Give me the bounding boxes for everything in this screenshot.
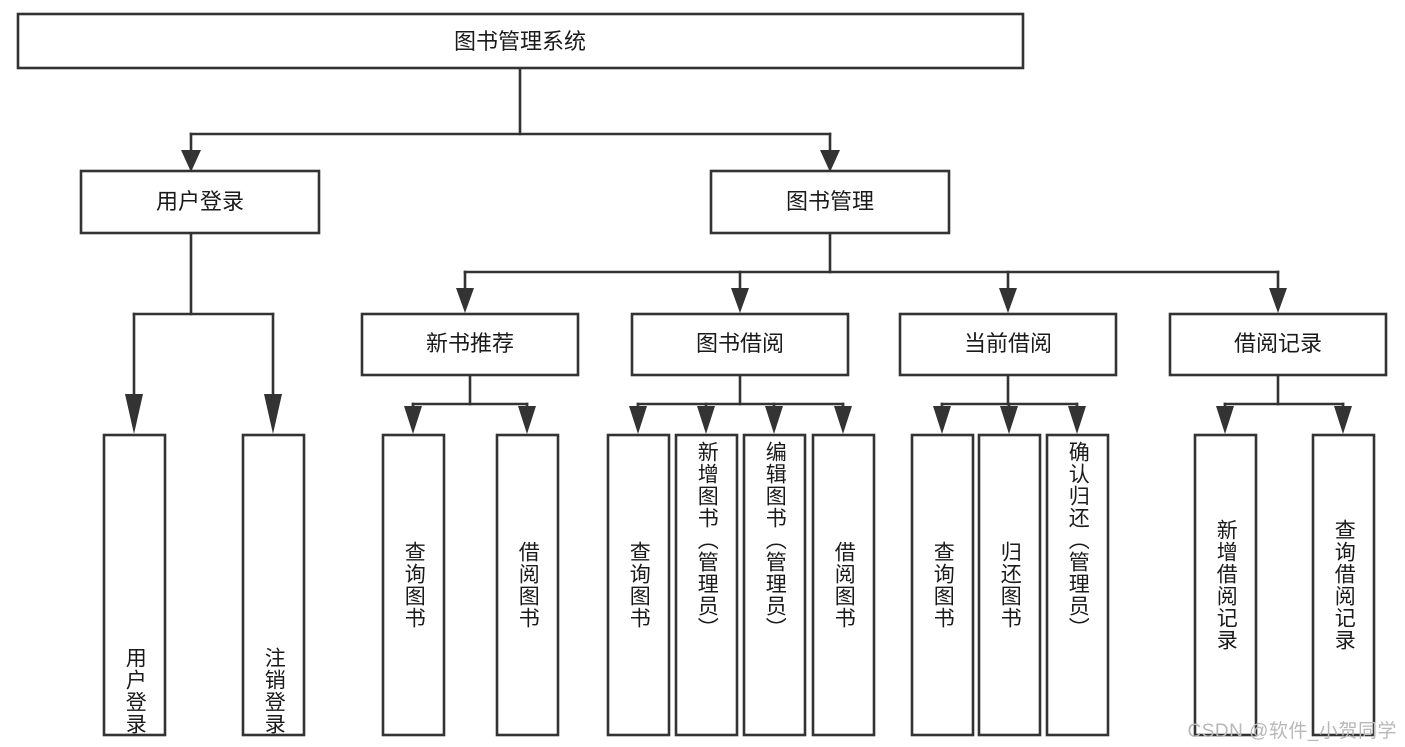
leaf-box-current-borrow-2[interactable] xyxy=(977,433,1042,737)
arrowhead-leaf-current-borrow-3 xyxy=(1068,406,1086,434)
arrowhead-leaf-book-borrow-1 xyxy=(629,406,647,434)
arrowhead-book-borrow xyxy=(731,288,749,313)
node-user-login-label: 用户登录 xyxy=(156,189,244,214)
node-user-login-box[interactable] xyxy=(79,169,321,235)
node-borrow-record-label: 借阅记录 xyxy=(1234,331,1322,356)
leaf-box-user-login-2[interactable] xyxy=(241,433,306,737)
leaf-box-borrow-record-1[interactable] xyxy=(1193,433,1258,737)
leaf-box-user-login-1[interactable] xyxy=(102,433,167,737)
leaf-box-book-borrow-2[interactable] xyxy=(674,433,739,737)
leaf-box-book-borrow-4[interactable] xyxy=(811,433,876,737)
arrowhead-borrow-record xyxy=(1269,288,1287,313)
arrowhead-leaf-user-login-2 xyxy=(264,394,282,434)
node-book-borrow-label: 图书借阅 xyxy=(696,331,784,356)
node-book-manage-box[interactable] xyxy=(709,169,951,235)
arrowhead-new-book xyxy=(456,288,474,313)
connector-group xyxy=(125,66,1352,434)
node-new-book-box[interactable] xyxy=(360,312,580,377)
node-book-manage-label: 图书管理 xyxy=(786,189,874,214)
arrowhead-leaf-book-borrow-3 xyxy=(765,406,783,434)
node-current-borrow-label: 当前借阅 xyxy=(964,331,1052,356)
arrowhead-leaf-new-book-1 xyxy=(404,406,422,434)
arrowhead-current-borrow xyxy=(999,288,1017,313)
leaf-box-current-borrow-3[interactable] xyxy=(1045,433,1110,737)
leaf-box-borrow-record-2[interactable] xyxy=(1311,433,1376,737)
leaf-box-current-borrow-1[interactable] xyxy=(910,433,975,737)
node-root-box[interactable] xyxy=(16,12,1025,70)
arrowhead-leaf-new-book-2 xyxy=(518,406,536,434)
arrowhead-user-login xyxy=(181,150,201,172)
leaf-box-book-borrow-1[interactable] xyxy=(606,433,671,737)
watermark-text: CSDN @软件_小贺同学 xyxy=(1187,721,1397,742)
arrowhead-leaf-book-borrow-4 xyxy=(834,406,852,434)
arrowhead-leaf-current-borrow-1 xyxy=(933,406,951,434)
node-borrow-record-box[interactable] xyxy=(1168,312,1388,377)
node-new-book-label: 新书推荐 xyxy=(426,331,514,356)
arrowhead-book-manage xyxy=(820,150,840,172)
arrowhead-leaf-user-login-1 xyxy=(125,394,143,434)
node-root-label: 图书管理系统 xyxy=(454,29,586,54)
leaf-box-book-borrow-3[interactable] xyxy=(742,433,807,737)
arrowhead-leaf-current-borrow-2 xyxy=(1000,406,1018,434)
leaf-box-new-book-1[interactable] xyxy=(381,433,446,737)
node-current-borrow-box[interactable] xyxy=(898,312,1118,377)
leaf-box-new-book-2[interactable] xyxy=(495,433,560,737)
node-book-borrow-box[interactable] xyxy=(630,312,850,377)
arrowhead-leaf-borrow-record-2 xyxy=(1334,406,1352,434)
arrowhead-leaf-borrow-record-1 xyxy=(1216,406,1234,434)
arrowhead-leaf-book-borrow-2 xyxy=(697,406,715,434)
